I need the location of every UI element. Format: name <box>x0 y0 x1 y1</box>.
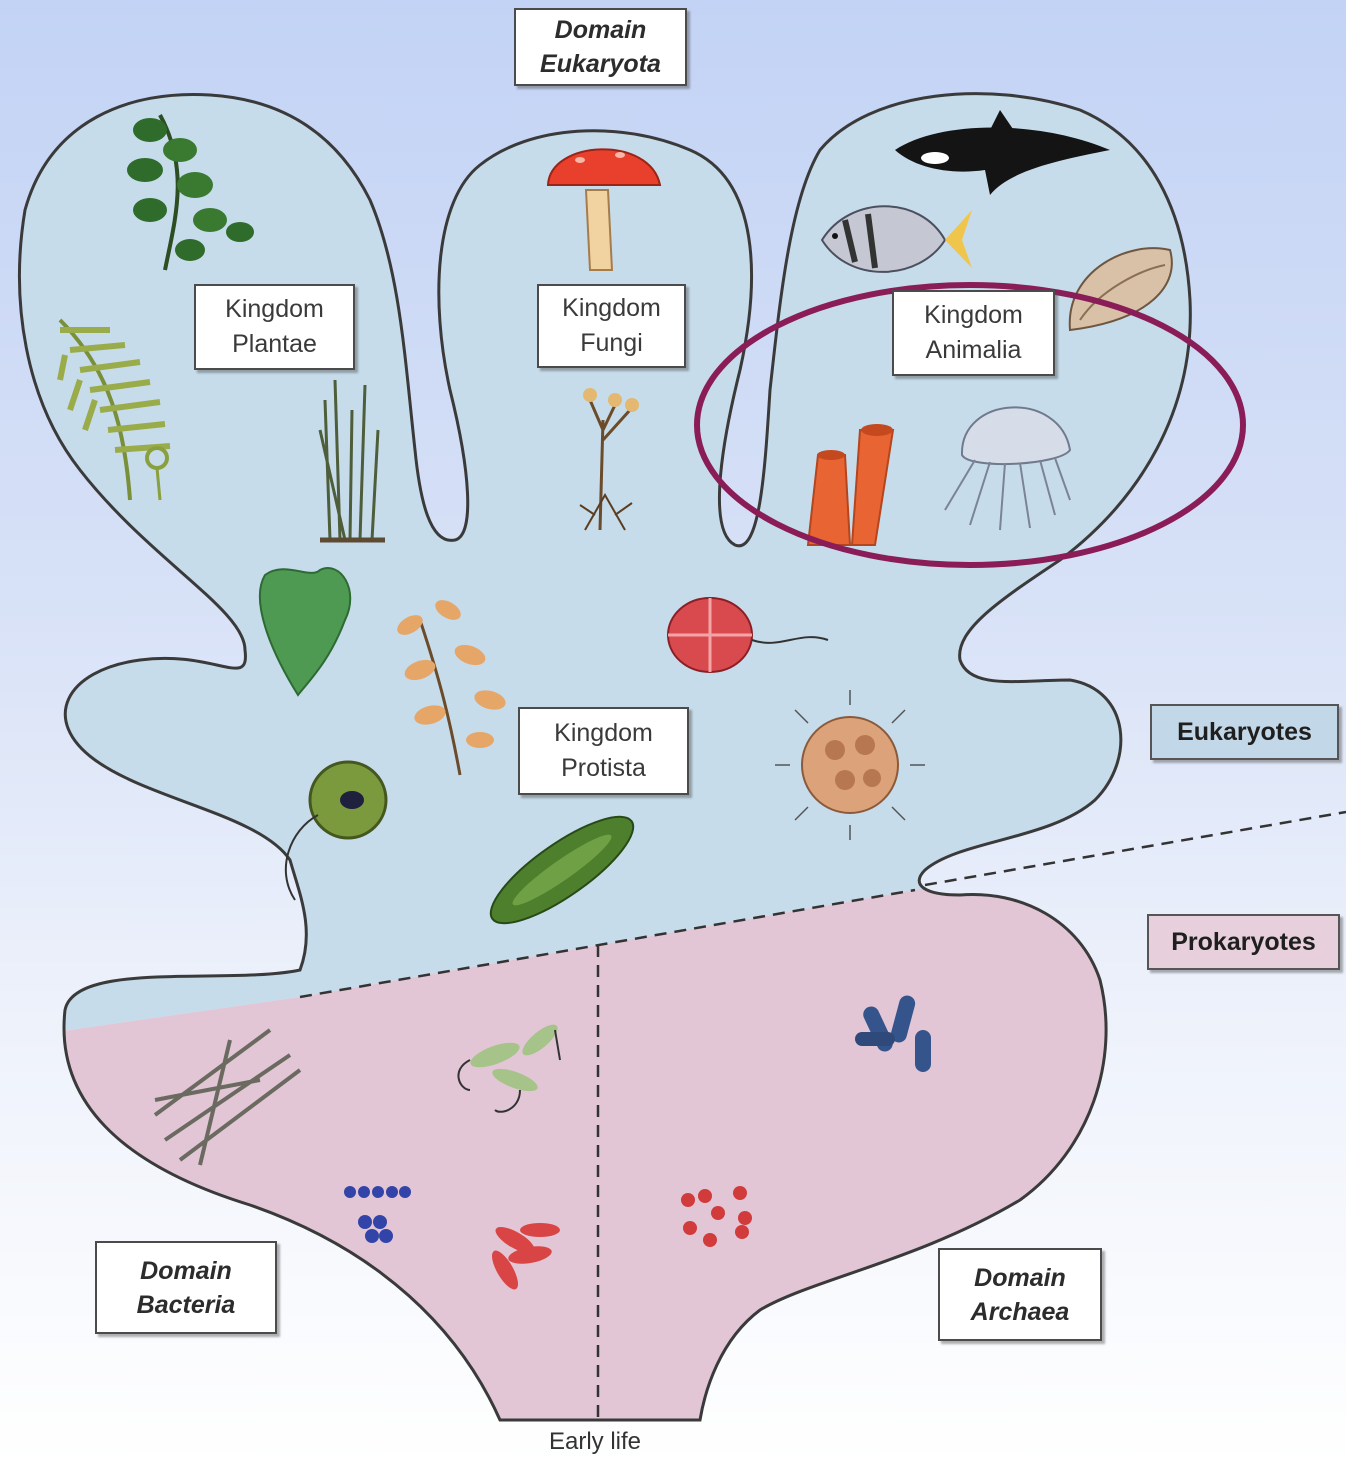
domain-eukaryota-label: Domain Eukaryota <box>514 8 687 86</box>
domain-archaea-label: Domain Archaea <box>938 1248 1102 1341</box>
kingdom-plantae-label: Kingdom Plantae <box>194 284 355 370</box>
kingdom-animalia-label: Kingdom Animalia <box>892 290 1055 376</box>
early-life-label: Early life <box>500 1428 690 1456</box>
kingdom-fungi-label: Kingdom Fungi <box>537 284 686 368</box>
eukaryotes-label: Eukaryotes <box>1150 704 1339 760</box>
kingdom-protista-label: Kingdom Protista <box>518 707 689 795</box>
prokaryotes-label: Prokaryotes <box>1147 914 1340 970</box>
domain-bacteria-label: Domain Bacteria <box>95 1241 277 1334</box>
